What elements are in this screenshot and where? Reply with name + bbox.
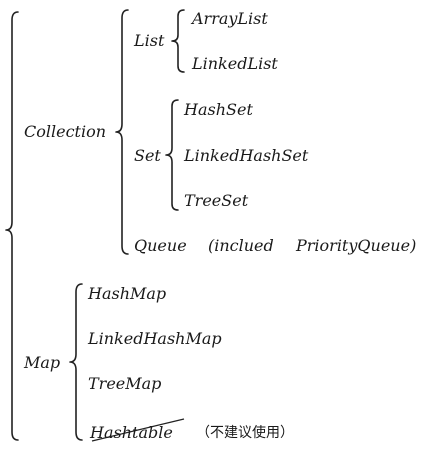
list-label: List <box>134 31 165 50</box>
set-brace <box>165 99 179 211</box>
hashtable-deprecated-note: （不建议使用） <box>196 425 294 441</box>
queue-note-open: (inclued <box>208 236 274 255</box>
set-label: Set <box>134 146 161 165</box>
map-item-linkedhashmap: LinkedHashMap <box>88 329 222 348</box>
map-label: Map <box>24 353 61 372</box>
map-item-hashmap: HashMap <box>88 284 167 303</box>
map-item-treemap: TreeMap <box>88 374 162 393</box>
set-item-hashset: HashSet <box>184 100 253 119</box>
list-item-arraylist: ArrayList <box>192 9 268 28</box>
root-brace <box>5 11 19 441</box>
collection-brace <box>115 9 129 255</box>
list-brace <box>171 9 185 73</box>
hashtable-strikethrough <box>91 418 185 442</box>
collection-label: Collection <box>24 122 107 141</box>
queue-note-item: PriorityQueue) <box>296 236 417 255</box>
set-item-treeset: TreeSet <box>184 191 249 210</box>
map-item-hashtable: Hashtable <box>90 423 173 442</box>
map-brace <box>69 283 83 441</box>
set-item-linkedhashset: LinkedHashSet <box>184 146 309 165</box>
list-item-linkedlist: LinkedList <box>192 54 278 73</box>
queue-label: Queue <box>134 236 187 255</box>
